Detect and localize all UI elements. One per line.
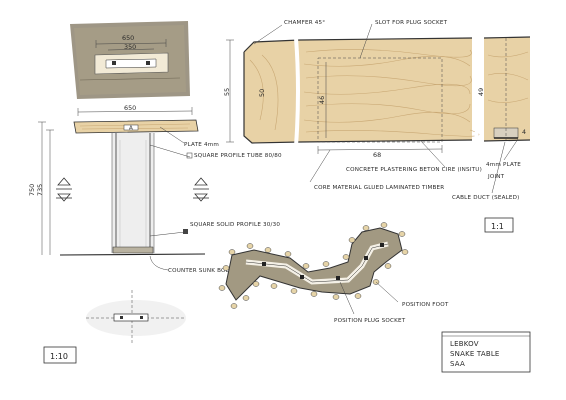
scale-small-label: 1:10 bbox=[50, 352, 68, 361]
elevation-dim-650: 650 bbox=[124, 104, 136, 112]
plan-dim-350: 350 bbox=[124, 43, 136, 51]
section-plate-label: 4mm PLATE bbox=[486, 162, 521, 168]
position-foot-label: POSITION FOOT bbox=[402, 302, 449, 308]
elevation-dim-750: 750 bbox=[28, 184, 36, 196]
concrete-label: CONCRETE PLASTERING BETON CIRE (INSITU) bbox=[346, 167, 482, 173]
foot-plan-detail bbox=[86, 290, 186, 345]
tabletop-section: 55 50 46 68 49 4 CHAMFER 45° SLOT FOR PL… bbox=[223, 20, 531, 201]
section-dim-49: 49 bbox=[477, 88, 485, 96]
section-dim-68: 68 bbox=[373, 151, 381, 159]
title-line-3: SAA bbox=[450, 360, 465, 368]
snake-table-plan: POSITION FOOT POSITION PLUG SOCKET bbox=[218, 222, 449, 324]
slot-label: SLOT FOR PLUG SOCKET bbox=[375, 20, 448, 26]
solid-profile-label: SQUARE SOLID PROFILE 30/30 bbox=[190, 222, 280, 228]
section-dim-46: 46 bbox=[318, 96, 326, 104]
plate-label: PLATE 4mm bbox=[184, 142, 219, 148]
plate-tag: A bbox=[129, 126, 133, 132]
scale-large-label: 1:1 bbox=[491, 222, 504, 231]
scale-1-10: 1:10 bbox=[43, 346, 77, 364]
position-plug-label: POSITION PLUG SOCKET bbox=[334, 318, 406, 324]
core-label: CORE MATERIAL GLUED LAMINATED TIMBER bbox=[314, 185, 444, 191]
side-elevation: 650 A 750 735 PLATE bbox=[28, 104, 282, 274]
title-line-2: SNAKE TABLE bbox=[450, 350, 500, 358]
section-dim-4: 4 bbox=[522, 128, 526, 136]
plan-view: 650 350 bbox=[70, 21, 190, 99]
title-line-1: LEBKOV bbox=[450, 340, 479, 348]
elevation-dim-735: 735 bbox=[36, 184, 44, 196]
chamfer-label: CHAMFER 45° bbox=[284, 20, 325, 26]
section-dim-50: 50 bbox=[258, 89, 266, 97]
scale-1-1: 1:1 bbox=[484, 217, 514, 233]
plan-dim-650: 650 bbox=[122, 34, 134, 42]
joint-label: JOINT bbox=[487, 174, 505, 180]
title-block: LEBKOV SNAKE TABLE SAA bbox=[441, 331, 531, 373]
section-dim-55: 55 bbox=[223, 88, 231, 96]
bolts-label: COUNTER SUNK BOLTS bbox=[168, 268, 236, 274]
square-profile-label: SQUARE PROFILE TUBE 80/80 bbox=[194, 153, 282, 159]
cable-duct-label: CABLE DUCT (SEALED) bbox=[452, 195, 520, 201]
